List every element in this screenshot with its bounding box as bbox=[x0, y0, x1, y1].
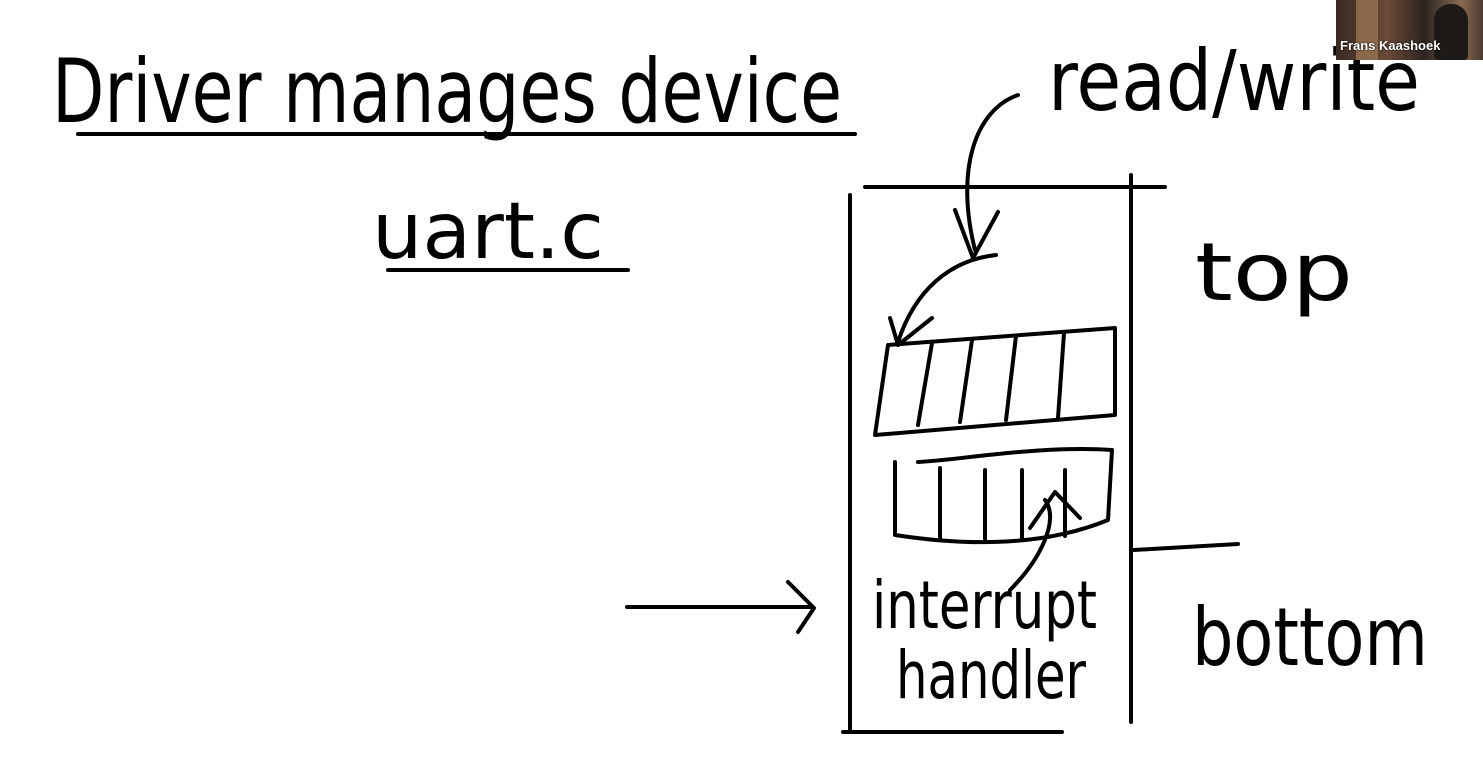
lower-buffer-cells bbox=[938, 466, 1067, 542]
handler-arrow bbox=[1008, 498, 1052, 592]
participant-name-label: Frans Kaashoek bbox=[1340, 38, 1441, 53]
buffer-arrow bbox=[896, 253, 998, 344]
upper-buffer bbox=[873, 326, 1117, 437]
file-label-text: uart.c bbox=[372, 187, 604, 277]
bottom-label-text: bottom bbox=[1192, 591, 1428, 684]
top-bottom-divider bbox=[1132, 542, 1240, 552]
read-write-arrow bbox=[965, 93, 1020, 252]
participant-video-feed bbox=[1434, 4, 1468, 60]
video-background bbox=[1356, 0, 1378, 60]
handler-arrowhead bbox=[1028, 490, 1082, 530]
upper-buffer-cells bbox=[916, 331, 1066, 427]
top-label-text: top bbox=[1195, 226, 1353, 319]
read-write-arrowhead bbox=[953, 208, 1000, 260]
participant-video-tile[interactable]: Frans Kaashoek bbox=[1336, 0, 1483, 60]
handler-line2-text: handler bbox=[896, 637, 1087, 714]
handler-line1-text: interrupt bbox=[872, 567, 1097, 644]
interrupt-arrowhead bbox=[786, 580, 816, 634]
lower-buffer bbox=[893, 446, 1114, 545]
title-text: Driver manages device bbox=[52, 40, 842, 143]
